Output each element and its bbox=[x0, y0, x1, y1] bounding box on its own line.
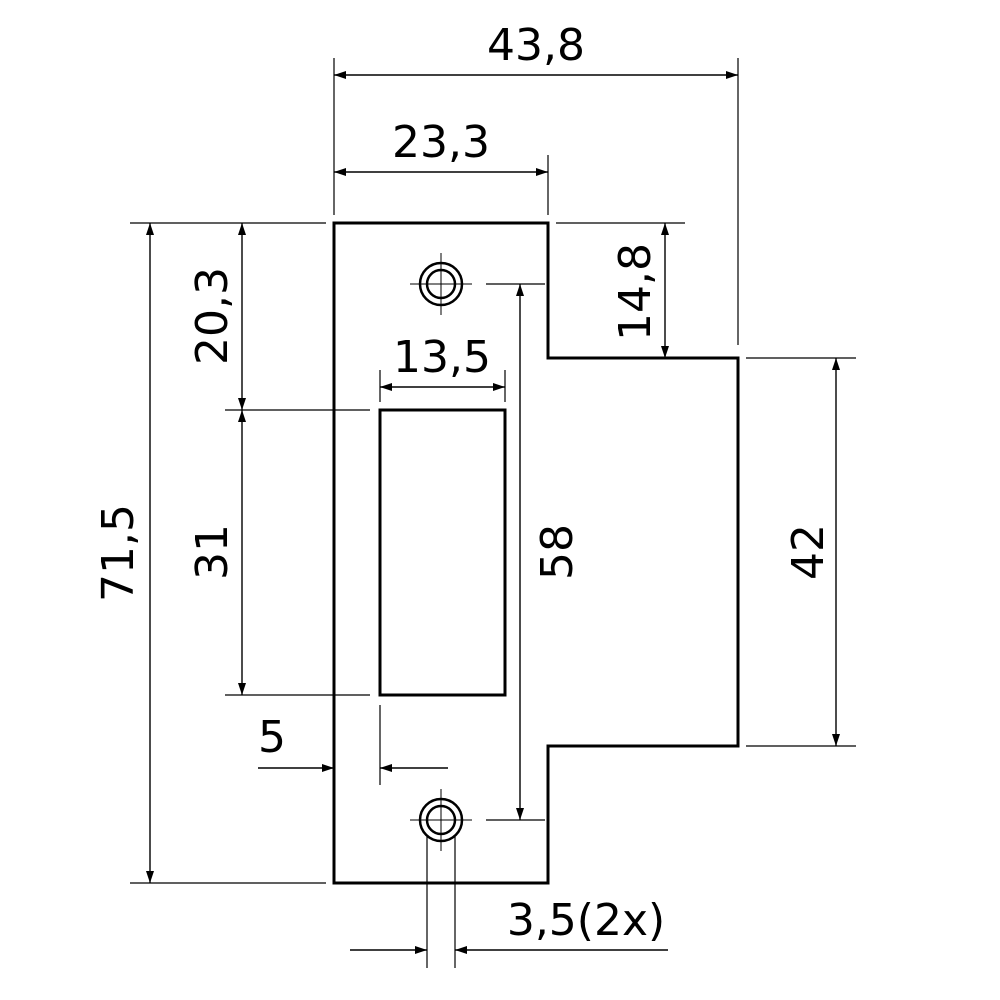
dim-top-width: 23,3 bbox=[334, 117, 549, 215]
latch-slot bbox=[378, 408, 507, 697]
dim-top-offset: 20,3 bbox=[187, 223, 370, 411]
dim-label-overall-height: 71,5 bbox=[93, 504, 144, 602]
dim-tab-offset: 14,8 bbox=[556, 222, 685, 358]
dim-edge-distance: 5 bbox=[258, 705, 448, 785]
dim-slot-width: 13,5 bbox=[379, 332, 506, 402]
strike-plate-outline bbox=[332, 221, 740, 885]
screw-hole-bottom bbox=[410, 789, 545, 851]
dim-label-hole-diameter: 3,5(2x) bbox=[507, 895, 665, 946]
dim-overall-height: 71,5 bbox=[93, 222, 326, 884]
dim-hole-spacing: 58 bbox=[516, 284, 583, 820]
screw-hole-top bbox=[410, 253, 545, 315]
dim-label-top-offset: 20,3 bbox=[187, 267, 238, 365]
dim-label-slot-width: 13,5 bbox=[393, 332, 491, 383]
dim-hole-diameter: 3,5(2x) bbox=[350, 835, 668, 968]
dim-label-tab-height: 42 bbox=[783, 524, 834, 580]
dim-label-edge-distance: 5 bbox=[258, 712, 286, 763]
dim-tab-height: 42 bbox=[746, 357, 856, 747]
dim-label-tab-offset: 14,8 bbox=[610, 243, 661, 341]
dim-label-overall-width: 43,8 bbox=[487, 20, 585, 71]
dim-label-top-width: 23,3 bbox=[392, 117, 490, 168]
dim-slot-height: 31 bbox=[187, 410, 370, 696]
dim-label-hole-spacing: 58 bbox=[532, 524, 583, 580]
dim-label-slot-height: 31 bbox=[187, 524, 238, 580]
dim-overall-width: 43,8 bbox=[333, 20, 739, 345]
